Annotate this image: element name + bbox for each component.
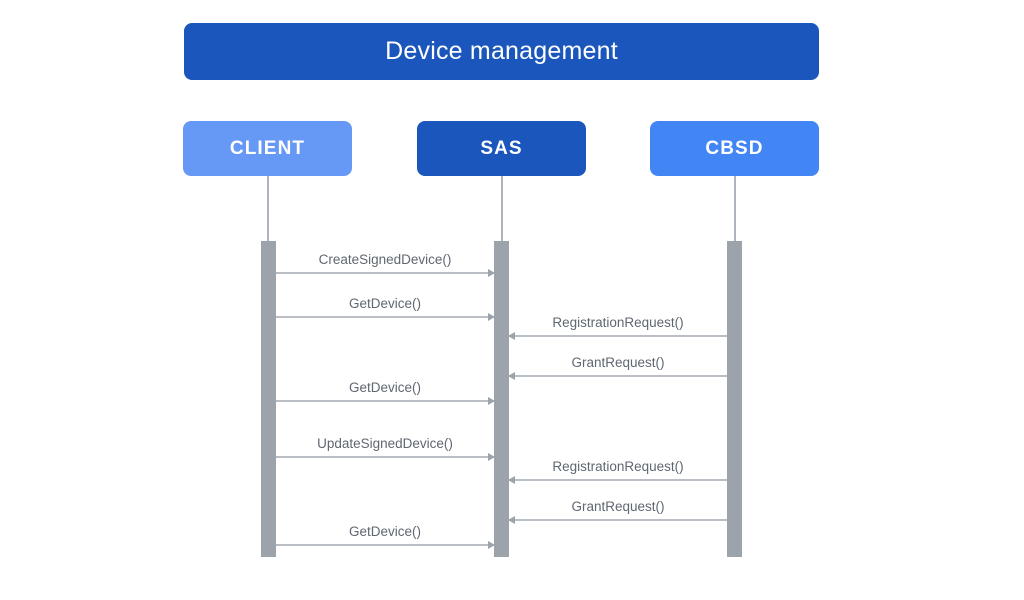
message-line bbox=[509, 375, 727, 377]
lifeline-client bbox=[267, 176, 269, 241]
participant-sas-label: SAS bbox=[480, 138, 523, 159]
participant-client-label: CLIENT bbox=[229, 138, 306, 159]
activation-bar-client bbox=[261, 241, 276, 557]
arrowhead-left-icon bbox=[508, 371, 515, 380]
message-registration-request-1[interactable]: RegistrationRequest() bbox=[508, 315, 727, 340]
lifeline-cbsd bbox=[734, 176, 736, 241]
message-line bbox=[509, 479, 727, 481]
message-get-device-3[interactable]: GetDevice() bbox=[276, 524, 495, 549]
message-line bbox=[509, 519, 727, 521]
message-line bbox=[276, 316, 494, 318]
arrowhead-left-icon bbox=[508, 515, 515, 524]
message-label: GrantRequest() bbox=[571, 498, 665, 514]
participant-client[interactable]: CLIENT bbox=[183, 121, 352, 176]
message-label: GetDevice() bbox=[348, 379, 421, 395]
message-grant-request-1[interactable]: GrantRequest() bbox=[508, 355, 727, 380]
message-line bbox=[276, 544, 494, 546]
arrowhead-left-icon bbox=[508, 475, 515, 484]
message-line bbox=[276, 400, 494, 402]
message-label: GrantRequest() bbox=[571, 354, 665, 370]
arrowhead-right-icon bbox=[488, 396, 495, 405]
arrowhead-left-icon bbox=[508, 331, 515, 340]
message-create-signed-device[interactable]: CreateSignedDevice() bbox=[276, 252, 495, 277]
message-line bbox=[509, 335, 727, 337]
message-grant-request-2[interactable]: GrantRequest() bbox=[508, 499, 727, 524]
message-label: RegistrationRequest() bbox=[552, 458, 684, 474]
arrowhead-right-icon bbox=[488, 452, 495, 461]
participant-sas[interactable]: SAS bbox=[417, 121, 586, 176]
message-line bbox=[276, 456, 494, 458]
arrowhead-right-icon bbox=[488, 268, 495, 277]
activation-bar-cbsd bbox=[727, 241, 742, 557]
message-registration-request-2[interactable]: RegistrationRequest() bbox=[508, 459, 727, 484]
message-get-device-2[interactable]: GetDevice() bbox=[276, 380, 495, 405]
diagram-title-banner: Device management bbox=[184, 23, 819, 80]
lifeline-sas bbox=[501, 176, 503, 241]
arrowhead-right-icon bbox=[488, 540, 495, 549]
message-label: GetDevice() bbox=[348, 295, 421, 311]
activation-bar-sas bbox=[494, 241, 509, 557]
message-label: RegistrationRequest() bbox=[552, 314, 684, 330]
message-update-signed-device[interactable]: UpdateSignedDevice() bbox=[276, 436, 495, 461]
message-label: CreateSignedDevice() bbox=[318, 251, 452, 267]
message-line bbox=[276, 272, 494, 274]
message-get-device-1[interactable]: GetDevice() bbox=[276, 296, 495, 321]
diagram-title: Device management bbox=[385, 37, 618, 65]
message-label: UpdateSignedDevice() bbox=[317, 435, 453, 451]
participant-cbsd[interactable]: CBSD bbox=[650, 121, 819, 176]
participant-cbsd-label: CBSD bbox=[705, 138, 764, 159]
message-label: GetDevice() bbox=[348, 523, 421, 539]
arrowhead-right-icon bbox=[488, 312, 495, 321]
